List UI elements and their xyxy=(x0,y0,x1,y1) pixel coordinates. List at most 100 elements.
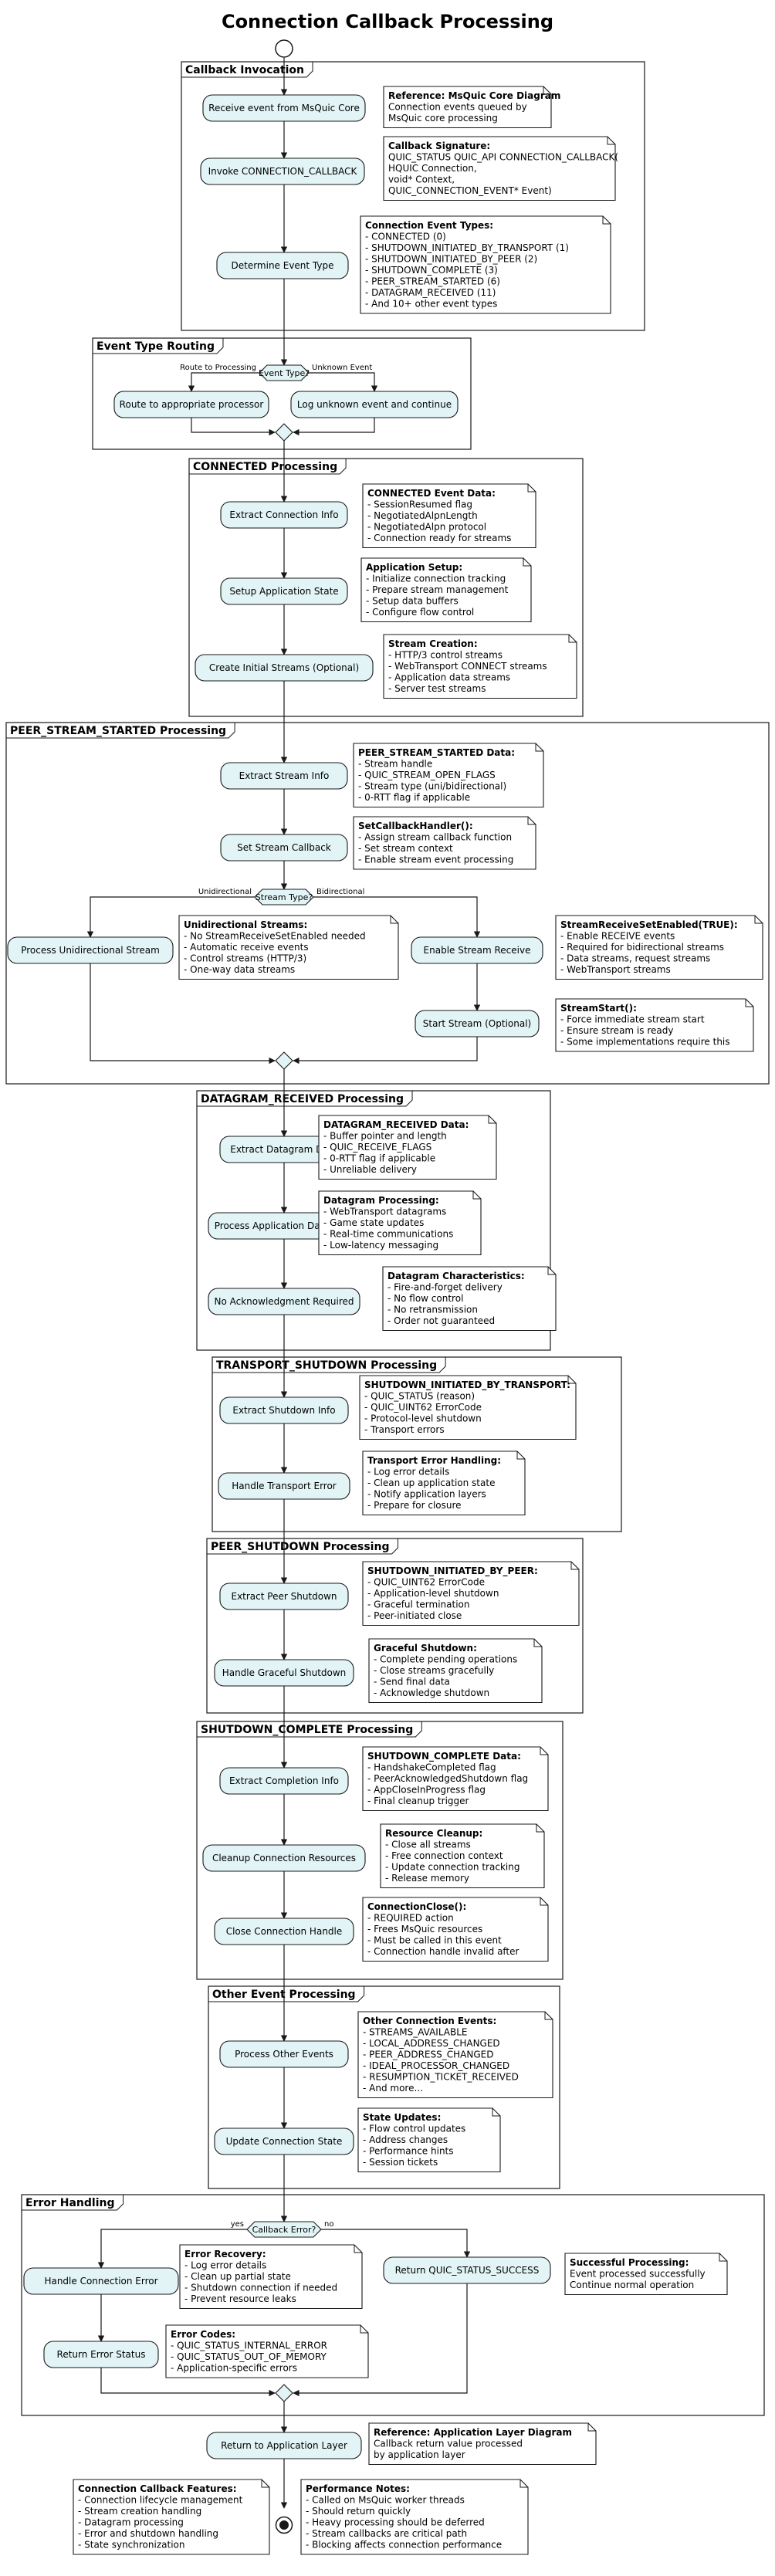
note-line: - QUIC_STATUS (reason) xyxy=(364,1391,475,1402)
note-line: - Acknowledge shutdown xyxy=(374,1687,489,1698)
activity-box xyxy=(383,2256,551,2284)
note-title: Other Connection Events: xyxy=(363,2016,496,2026)
note-line: - WebTransport datagrams xyxy=(323,1207,446,1217)
note-line: - 0-RTT flag if applicable xyxy=(358,792,470,803)
note-line: - Send final data xyxy=(374,1677,450,1687)
note-box xyxy=(318,1190,482,1256)
note-line: - NegotiatedAlpn protocol xyxy=(367,522,486,533)
note-line: - Log error details xyxy=(367,1467,449,1478)
activity-box xyxy=(202,94,366,122)
merge-node xyxy=(275,423,293,442)
note-line: - Enable RECEIVE events xyxy=(560,931,675,942)
note-line: Event processed successfully xyxy=(570,2269,706,2280)
note-box xyxy=(353,816,536,870)
note-line: - Enable stream event processing xyxy=(358,855,513,865)
note-n8: SetCallbackHandler():- Assign stream cal… xyxy=(353,816,536,870)
note-box xyxy=(359,1375,577,1440)
note-line: - Stream creation handling xyxy=(78,2506,201,2517)
note-fold xyxy=(516,1451,525,1460)
note-line: - PEER_STREAM_STARTED (6) xyxy=(365,276,500,287)
note-line: - Data streams, request streams xyxy=(560,953,710,964)
note-line: - Order not guaranteed xyxy=(388,1315,495,1326)
activity-label: Extract Stream Info xyxy=(239,770,330,781)
note-line: - HandshakeCompleted flag xyxy=(367,1762,496,1773)
note-box xyxy=(178,915,399,980)
note-line: - Complete pending operations xyxy=(374,1654,517,1665)
note-line: - Set stream context xyxy=(358,843,453,854)
activity-a20: Handle Graceful Shutdown xyxy=(214,1659,354,1687)
note-n13: Datagram Processing:- WebTransport datag… xyxy=(318,1190,482,1256)
activity-box xyxy=(290,391,459,418)
decision-right-branch-label: Bidirectional xyxy=(316,888,364,896)
note-line: - Prepare stream management xyxy=(366,584,509,595)
note-line: - QUIC_STREAM_OPEN_FLAGS xyxy=(358,770,496,780)
note-fold xyxy=(547,1267,556,1275)
partition-p2: Event Type Routing xyxy=(92,337,472,450)
note-line: - SHUTDOWN_INITIATED_BY_TRANSPORT (1) xyxy=(365,242,569,253)
note-fold xyxy=(488,1115,496,1124)
activity-a25: Update Connection State xyxy=(214,2127,354,2155)
note-fold xyxy=(745,999,753,1007)
diagram-title: Connection Callback Processing xyxy=(222,11,553,32)
note-box xyxy=(362,1561,580,1627)
note-n12: DATAGRAM_RECEIVED Data:- Buffer pointer … xyxy=(318,1115,497,1180)
note-line: - Final cleanup trigger xyxy=(367,1796,469,1806)
decision-diamond xyxy=(246,2221,322,2238)
note-line: Callback return value processed xyxy=(374,2439,523,2449)
note-line: - SHUTDOWN_INITIATED_BY_PEER (2) xyxy=(365,254,537,265)
activity-label: Create Initial Streams (Optional) xyxy=(209,662,359,673)
note-line: - Setup data buffers xyxy=(366,596,459,607)
note-line: - And 10+ other event types xyxy=(365,299,497,310)
note-n9: Unidirectional Streams:- No StreamReceiv… xyxy=(178,915,399,980)
note-line: - Clean up application state xyxy=(367,1478,495,1488)
note-line: - Ensure stream is ready xyxy=(560,1025,673,1036)
note-fold xyxy=(587,2423,596,2432)
note-title: Graceful Shutdown: xyxy=(374,1643,477,1654)
activity-a16: No Acknowledgment Required xyxy=(208,1288,360,1315)
note-line: - Must be called in this event xyxy=(367,1935,502,1946)
note-box xyxy=(357,2011,553,2099)
activity-box xyxy=(7,936,174,964)
note-fold xyxy=(536,1824,544,1833)
note-line: Continue normal operation xyxy=(570,2280,694,2290)
note-line: - Stream callbacks are critical path xyxy=(306,2528,467,2539)
note-fold xyxy=(607,137,615,145)
note-line: - Called on MsQuic worker threads xyxy=(306,2495,465,2506)
end-node-core xyxy=(279,2520,289,2530)
activity-box xyxy=(200,157,365,185)
activity-label: Extract Shutdown Info xyxy=(232,1405,335,1416)
partition-frame xyxy=(196,1721,563,1980)
activity-label: Return to Application Layer xyxy=(221,2440,347,2451)
activity-a19: Extract Peer Shutdown xyxy=(219,1582,349,1610)
note-box xyxy=(362,1897,549,1962)
note-fold xyxy=(261,2480,269,2488)
note-line: QUIC_STATUS QUIC_API CONNECTION_CALLBACK… xyxy=(388,152,618,163)
partition-frame xyxy=(92,337,472,450)
activity-label: Set Stream Callback xyxy=(237,842,331,853)
note-n15: SHUTDOWN_INITIATED_BY_TRANSPORT:- QUIC_S… xyxy=(359,1375,577,1440)
activity-a4: Route to appropriate processor xyxy=(113,391,269,418)
flow-edge xyxy=(97,2229,247,2269)
note-line: - QUIC_UINT62 ErrorCode xyxy=(364,1402,482,1413)
note-line: - Application-specific errors xyxy=(171,2363,297,2374)
decision-right-branch-label: no xyxy=(324,2220,333,2229)
activity-box xyxy=(220,577,348,605)
note-fold xyxy=(523,558,531,567)
activity-a9: Extract Stream Info xyxy=(220,762,348,790)
note-title: Connection Event Types: xyxy=(365,220,493,231)
note-line: - RESUMPTION_TICKET_RECEIVED xyxy=(363,2072,519,2083)
note-box xyxy=(555,998,754,1052)
note-line: - SessionResumed flag xyxy=(367,499,472,510)
activity-label: Update Connection State xyxy=(226,2136,343,2147)
activity-label: Route to appropriate processor xyxy=(120,399,264,410)
note-fold xyxy=(567,1376,576,1384)
note-fold xyxy=(527,484,536,493)
note-box xyxy=(555,915,763,980)
partition-title: DATAGRAM_RECEIVED Processing xyxy=(201,1093,404,1105)
note-line: - Session tickets xyxy=(363,2157,438,2168)
activity-label: Cleanup Connection Resources xyxy=(212,1853,356,1863)
note-box xyxy=(368,1638,543,1704)
activity-box xyxy=(219,1396,349,1424)
note-line: - QUIC_RECEIVE_FLAGS xyxy=(323,1142,431,1153)
